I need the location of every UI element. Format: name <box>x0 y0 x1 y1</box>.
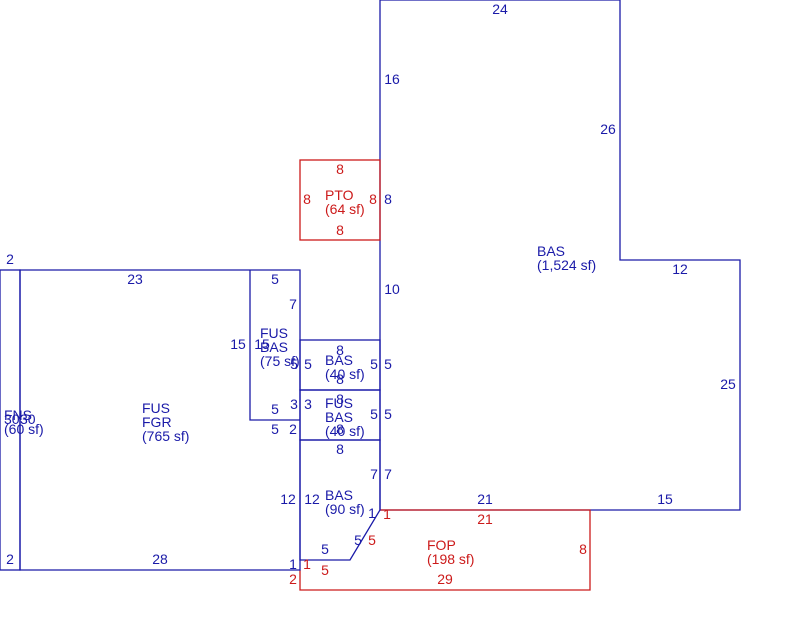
pto-outline <box>299 159 381 241</box>
bas40-dim-left: 5 <box>290 356 298 372</box>
fop-dim-tl: 1 <box>383 506 391 522</box>
bas40-dim-top: 8 <box>336 342 344 358</box>
bas-main-code: BAS <box>537 243 565 259</box>
fus-bas40-code1: FUS <box>325 395 353 411</box>
pto-area: (64 sf) <box>325 201 365 217</box>
pto-dim-left: 8 <box>303 191 311 207</box>
fop-dim-top: 21 <box>477 511 493 527</box>
fop-dim-right: 8 <box>579 541 587 557</box>
bas90-dim-diag: 5 <box>354 532 362 548</box>
dim-bottom-15: 15 <box>657 491 673 507</box>
bas90-dim-top: 8 <box>336 441 344 457</box>
fgr-code1: FUS <box>142 400 170 416</box>
bas90-code: BAS <box>325 487 353 503</box>
dim-top-24: 24 <box>492 1 508 17</box>
bas-main-outline <box>379 0 741 511</box>
fop-code: FOP <box>427 537 456 553</box>
fus-bas75-code2: BAS <box>260 339 288 355</box>
fus-bas40-dim-right2: 5 <box>384 406 392 422</box>
fus-bas75-outline <box>249 270 300 421</box>
dim-left-16: 16 <box>384 71 400 87</box>
bas90-dim-left2: 12 <box>304 491 320 507</box>
bas90-dim-right: 7 <box>370 466 378 482</box>
fns-dim-right: 30 <box>20 411 36 427</box>
bas40-dim-right2: 5 <box>384 356 392 372</box>
fus-bas75-code1: FUS <box>260 325 288 341</box>
fop-outline <box>299 509 591 591</box>
pto-dim-bottom: 8 <box>336 222 344 238</box>
bas40-dim-right: 5 <box>370 356 378 372</box>
fgr-area: (765 sf) <box>142 428 189 444</box>
bas90-dim-seg1: 1 <box>368 505 376 521</box>
fop-dim-bottom: 29 <box>437 571 453 587</box>
pto-dim-top: 8 <box>336 161 344 177</box>
dim-right-25: 25 <box>720 376 736 392</box>
bas90-area: (90 sf) <box>325 501 365 517</box>
fns-code: FNS <box>4 407 32 423</box>
dim-left-10: 10 <box>384 281 400 297</box>
dim-left-8: 8 <box>384 191 392 207</box>
dim-right-26: 26 <box>600 121 616 137</box>
fus-bas40-dim-bottom: 8 <box>336 421 344 437</box>
bas90-dim-right2: 7 <box>384 466 392 482</box>
fus-bas75-dim-right: 7 <box>289 296 297 312</box>
fns-dim-top: 2 <box>6 251 14 267</box>
bas-main-area: (1,524 sf) <box>537 257 596 273</box>
fns-dim-left: 30 <box>4 411 20 427</box>
fus-bas75-dim-left2: 15 <box>254 336 270 352</box>
fus-bas40-code2: BAS <box>325 409 353 425</box>
fus-bas75-dim-side: 5 <box>271 421 279 437</box>
fus-bas40-area: (40 sf) <box>325 423 365 439</box>
pto-code: PTO <box>325 187 354 203</box>
fus-bas40-dim-left: 3 <box>290 396 298 412</box>
fop-dim-bl1: 1 <box>303 556 311 572</box>
fop-dim-left: 2 <box>289 571 297 587</box>
fus-bas75-area: (75 sf) <box>260 353 300 369</box>
bas40-dim-bottom: 8 <box>336 371 344 387</box>
bas40-code: BAS <box>325 352 353 368</box>
bas90-dim-bottom: 5 <box>321 541 329 557</box>
fus-bas40-dim-right: 5 <box>370 406 378 422</box>
fns-dim-bottom: 2 <box>6 551 14 567</box>
pto-dim-right: 8 <box>369 191 377 207</box>
fop-area: (198 sf) <box>427 551 474 567</box>
fus-bas40-dim-top: 8 <box>336 391 344 407</box>
dim-bottom-21: 21 <box>477 491 493 507</box>
fgr-code2: FGR <box>142 414 172 430</box>
dim-step-12: 12 <box>672 261 688 277</box>
bas90-dim-left: 12 <box>280 491 296 507</box>
bas40-dim-left2: 5 <box>304 356 312 372</box>
fns-area: (60 sf) <box>4 421 44 437</box>
fgr-dim-bottom: 28 <box>152 551 168 567</box>
bas40-area: (40 sf) <box>325 366 365 382</box>
bas90-dim-bl: 1 <box>289 556 297 572</box>
fus-bas75-dim-bottom: 5 <box>271 401 279 417</box>
fgr-dim-top: 23 <box>127 271 143 287</box>
fgr-dim-right-2: 2 <box>289 421 297 437</box>
fus-bas40-dim-left2: 3 <box>304 396 312 412</box>
fop-dim-bl5: 5 <box>321 562 329 578</box>
fus-bas75-dim-top: 5 <box>271 271 279 287</box>
fus-bas75-dim-left: 15 <box>230 336 246 352</box>
fns-outline <box>0 269 21 571</box>
fop-dim-diag: 5 <box>368 532 376 548</box>
